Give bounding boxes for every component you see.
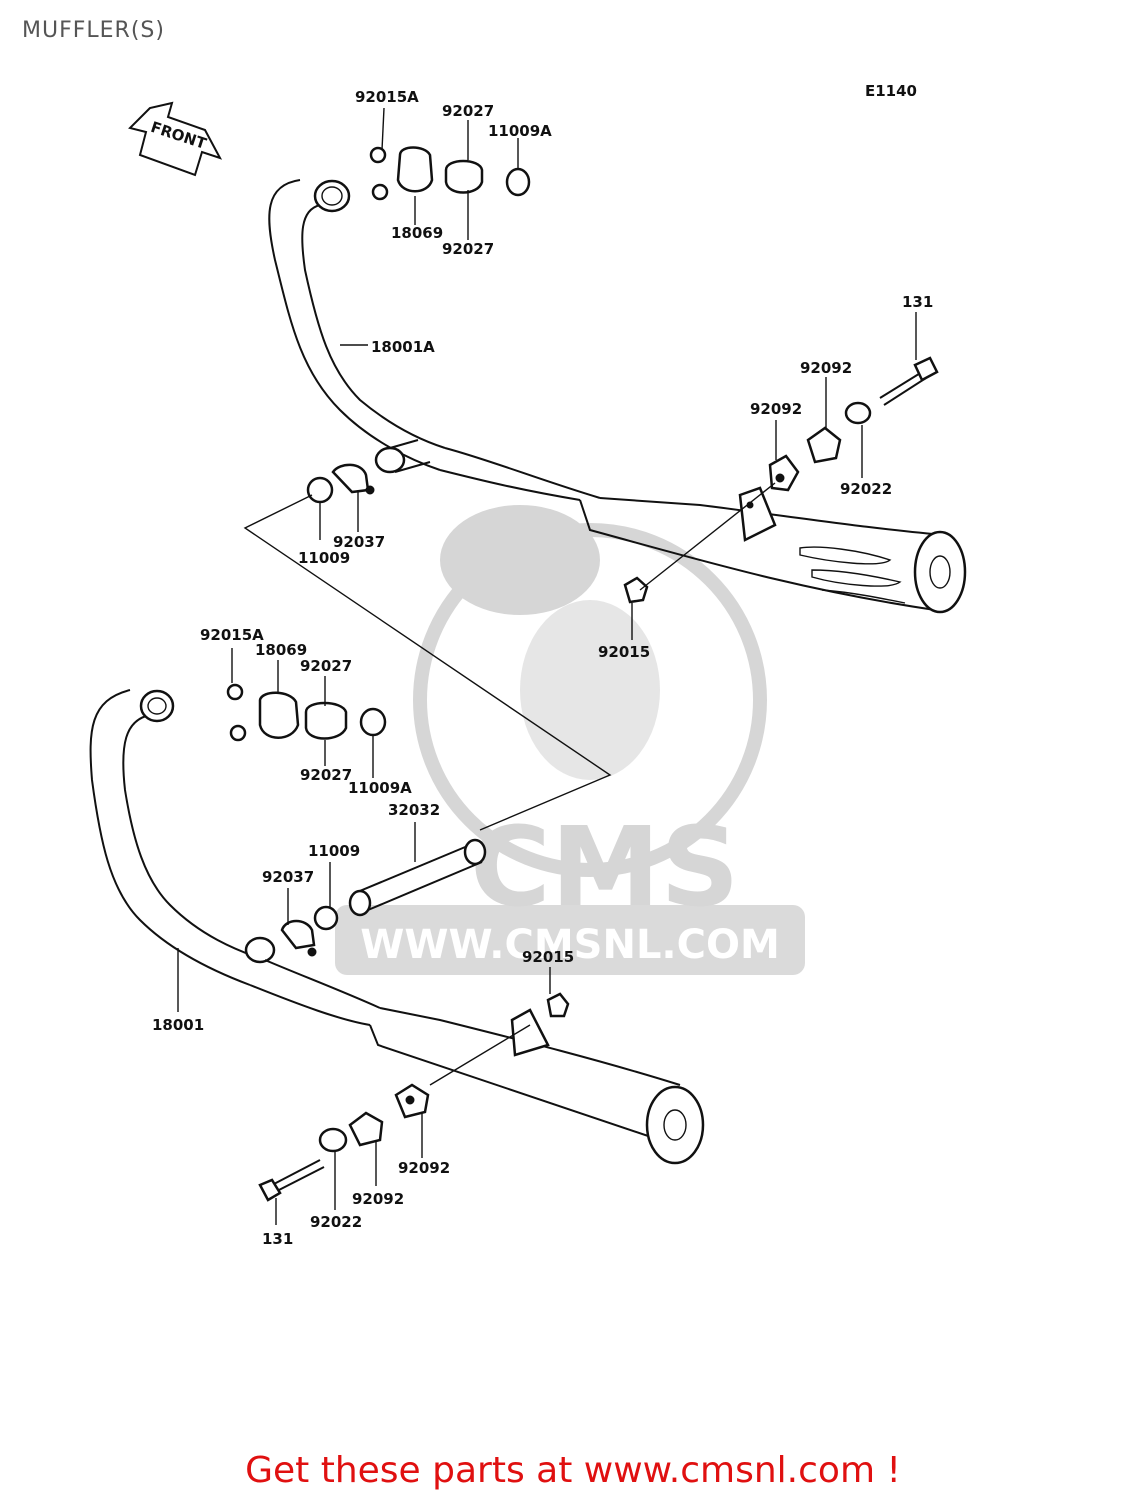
label-92015-top: 92015 — [598, 643, 650, 661]
diagram-code: E1140 — [865, 82, 917, 100]
label-32032: 32032 — [388, 801, 440, 819]
label-131-bot: 131 — [262, 1230, 293, 1248]
label-11009A-bot: 11009A — [348, 779, 412, 797]
page-title: MUFFLER(S) — [22, 18, 165, 43]
cmsnl-watermark: CMS WWW.CMSNL.COM — [335, 505, 805, 975]
bracket-line-lower — [429, 1024, 531, 1086]
label-92015A-top: 92015A — [355, 88, 419, 106]
upper-exhaust-assembly — [268, 146, 967, 614]
front-arrow-label: FRONT — [148, 118, 209, 153]
label-11009-bot: 11009 — [308, 842, 360, 860]
label-92027-bot-a: 92027 — [300, 657, 352, 675]
label-92027-top-b: 92027 — [442, 240, 494, 258]
label-92015-bot: 92015 — [522, 948, 574, 966]
label-92092-top-b: 92092 — [750, 400, 802, 418]
label-92092-bot-a: 92092 — [398, 1159, 450, 1177]
label-92015A-bot: 92015A — [200, 626, 264, 644]
label-92022-top: 92022 — [840, 480, 892, 498]
label-18069-bot: 18069 — [255, 641, 307, 659]
label-92037-bot: 92037 — [262, 868, 314, 886]
leader-lines — [177, 107, 917, 1225]
footer-promo-link[interactable]: Get these parts at www.cmsnl.com ! — [245, 1450, 901, 1491]
label-92027-bot-b: 92027 — [300, 766, 352, 784]
label-92092-top-a: 92092 — [800, 359, 852, 377]
bracket-line-upper — [639, 482, 776, 591]
front-arrow-icon: FRONT — [128, 101, 223, 177]
label-92037-top: 92037 — [333, 533, 385, 551]
lower-exhaust-assembly — [89, 683, 705, 1202]
watermark-url-text: WWW.CMSNL.COM — [360, 922, 780, 968]
part-labels: 92015A 92027 11009A 18069 92027 18001A 1… — [152, 88, 933, 1248]
connector-line — [243, 494, 612, 831]
label-11009-top: 11009 — [298, 549, 350, 567]
label-131-top: 131 — [902, 293, 933, 311]
label-92092-bot-b: 92092 — [352, 1190, 404, 1208]
label-92027-top-a: 92027 — [442, 102, 494, 120]
label-11009A-top: 11009A — [488, 122, 552, 140]
label-18001A: 18001A — [371, 338, 435, 356]
label-92022-bot: 92022 — [310, 1213, 362, 1231]
label-18069-top: 18069 — [391, 224, 443, 242]
label-18001: 18001 — [152, 1016, 204, 1034]
